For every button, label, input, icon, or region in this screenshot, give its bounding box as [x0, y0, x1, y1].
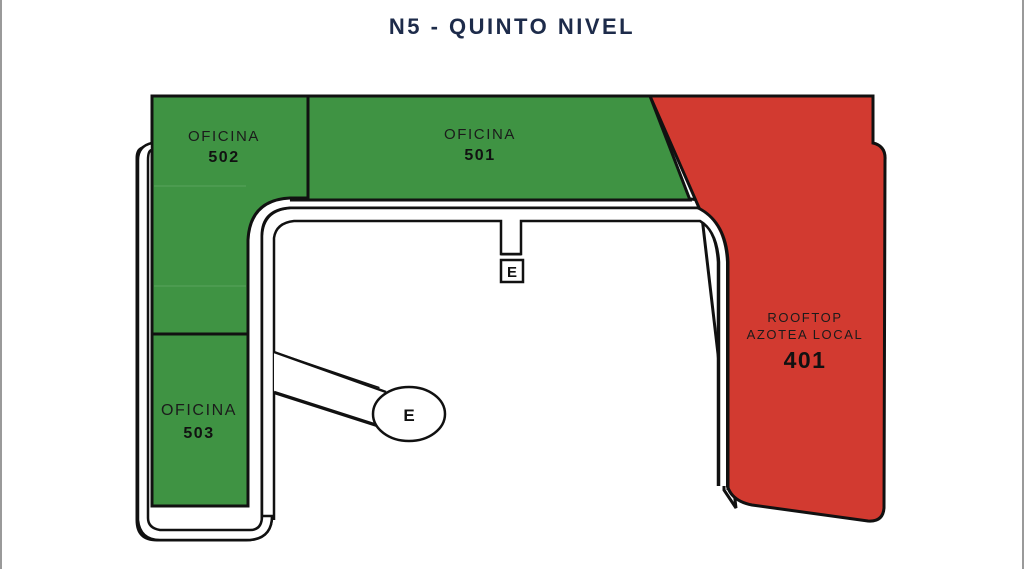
corridor-band — [263, 209, 726, 524]
diagonal-corridor-edge — [273, 350, 387, 394]
corridor-inner-edge — [270, 218, 720, 520]
diagonal-corridor — [274, 352, 384, 426]
unit-401-number: 401 — [784, 347, 827, 373]
unit-401-area[interactable] — [647, 94, 887, 523]
elevator-square[interactable] — [499, 258, 525, 284]
frame-border-left — [0, 0, 2, 569]
left-walkway — [136, 141, 274, 542]
unit-502-area[interactable] — [150, 94, 310, 336]
unit-502-type: OFICINA — [188, 128, 260, 145]
unit-501-area[interactable] — [289, 94, 693, 202]
unit-502-number: 502 — [208, 149, 239, 166]
unit-501-number: 501 — [464, 147, 495, 164]
elevator-circle[interactable] — [371, 385, 447, 443]
unit-503-type: OFICINA — [161, 402, 237, 419]
diagonal-corridor-edge — [273, 390, 381, 428]
frame-border-right — [1022, 0, 1024, 569]
corridor-outer-line — [260, 206, 698, 524]
unit-501-type: OFICINA — [444, 126, 516, 143]
corridor-inner-line — [272, 219, 721, 520]
unit-503-number: 503 — [183, 425, 214, 442]
unit-401-type-line2: AZOTEA LOCAL — [747, 327, 864, 342]
corridor-inner — [260, 206, 730, 526]
unit-503-area[interactable] — [150, 332, 250, 508]
elevator-label-square: E — [507, 264, 517, 281]
unit-401-type-line1: ROOFTOP — [767, 310, 842, 325]
elevator-label-circle: E — [403, 406, 414, 425]
floor-title: N5 - QUINTO NIVEL — [388, 14, 636, 39]
